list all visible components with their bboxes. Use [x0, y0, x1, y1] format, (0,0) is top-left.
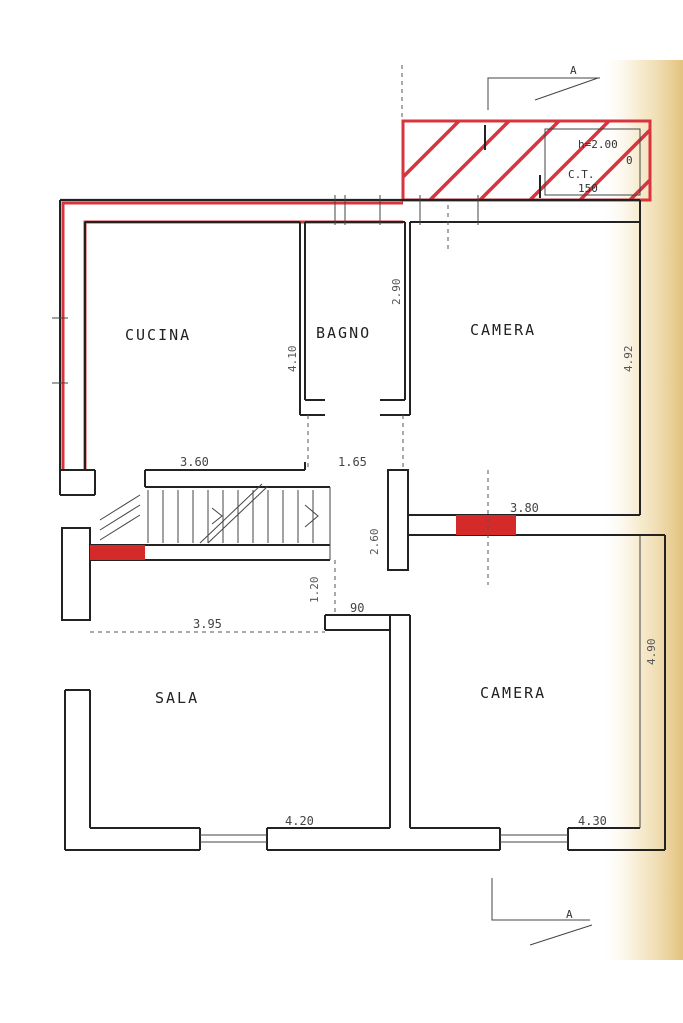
- dim-bath-height: 2.90: [390, 279, 403, 306]
- room-label-bathroom: BAGNO: [316, 324, 371, 342]
- annex-small-note: 0: [626, 154, 633, 167]
- dim-bedroom-bottom-depth: 4.90: [645, 639, 658, 666]
- room-label-bedroom-bottom: CAMERA: [480, 684, 546, 702]
- staircase: [99, 483, 319, 544]
- walls: [59, 198, 666, 851]
- annex-height-note: h=2.00: [578, 138, 618, 151]
- dim-hall-width: 90: [350, 601, 364, 615]
- annex-hatched-area: [401, 119, 652, 202]
- section-mark-bottom-label: A: [566, 908, 573, 921]
- dim-kitchen-width: 3.60: [180, 455, 209, 469]
- dim-bedroom-bottom-width: 4.30: [578, 814, 607, 828]
- section-mark-bottom: A: [491, 878, 593, 946]
- dim-corridor: 2.60: [368, 529, 381, 556]
- section-mark-top: A: [487, 64, 600, 110]
- highlight-block-right: [456, 515, 516, 535]
- annex-size: 150: [578, 182, 598, 195]
- dim-bedroom-top-width: 3.80: [510, 501, 539, 515]
- dim-bath-depth: 4.10: [286, 346, 299, 373]
- section-mark-top-label: A: [570, 64, 577, 77]
- dim-bedroom-top-depth: 4.92: [622, 346, 635, 373]
- dim-hall: 1.20: [308, 577, 321, 604]
- room-label-kitchen: CUCINA: [125, 326, 191, 344]
- annex-label: C.T.: [568, 168, 595, 181]
- wall-ticks: [52, 195, 479, 384]
- dim-bath-width: 1.65: [338, 455, 367, 469]
- room-label-bedroom-top: CAMERA: [470, 321, 536, 339]
- room-label-living: SALA: [155, 689, 199, 707]
- dim-living-bottom: 4.20: [285, 814, 314, 828]
- dim-living-width: 3.95: [193, 617, 222, 631]
- highlight-block-left: [90, 545, 145, 560]
